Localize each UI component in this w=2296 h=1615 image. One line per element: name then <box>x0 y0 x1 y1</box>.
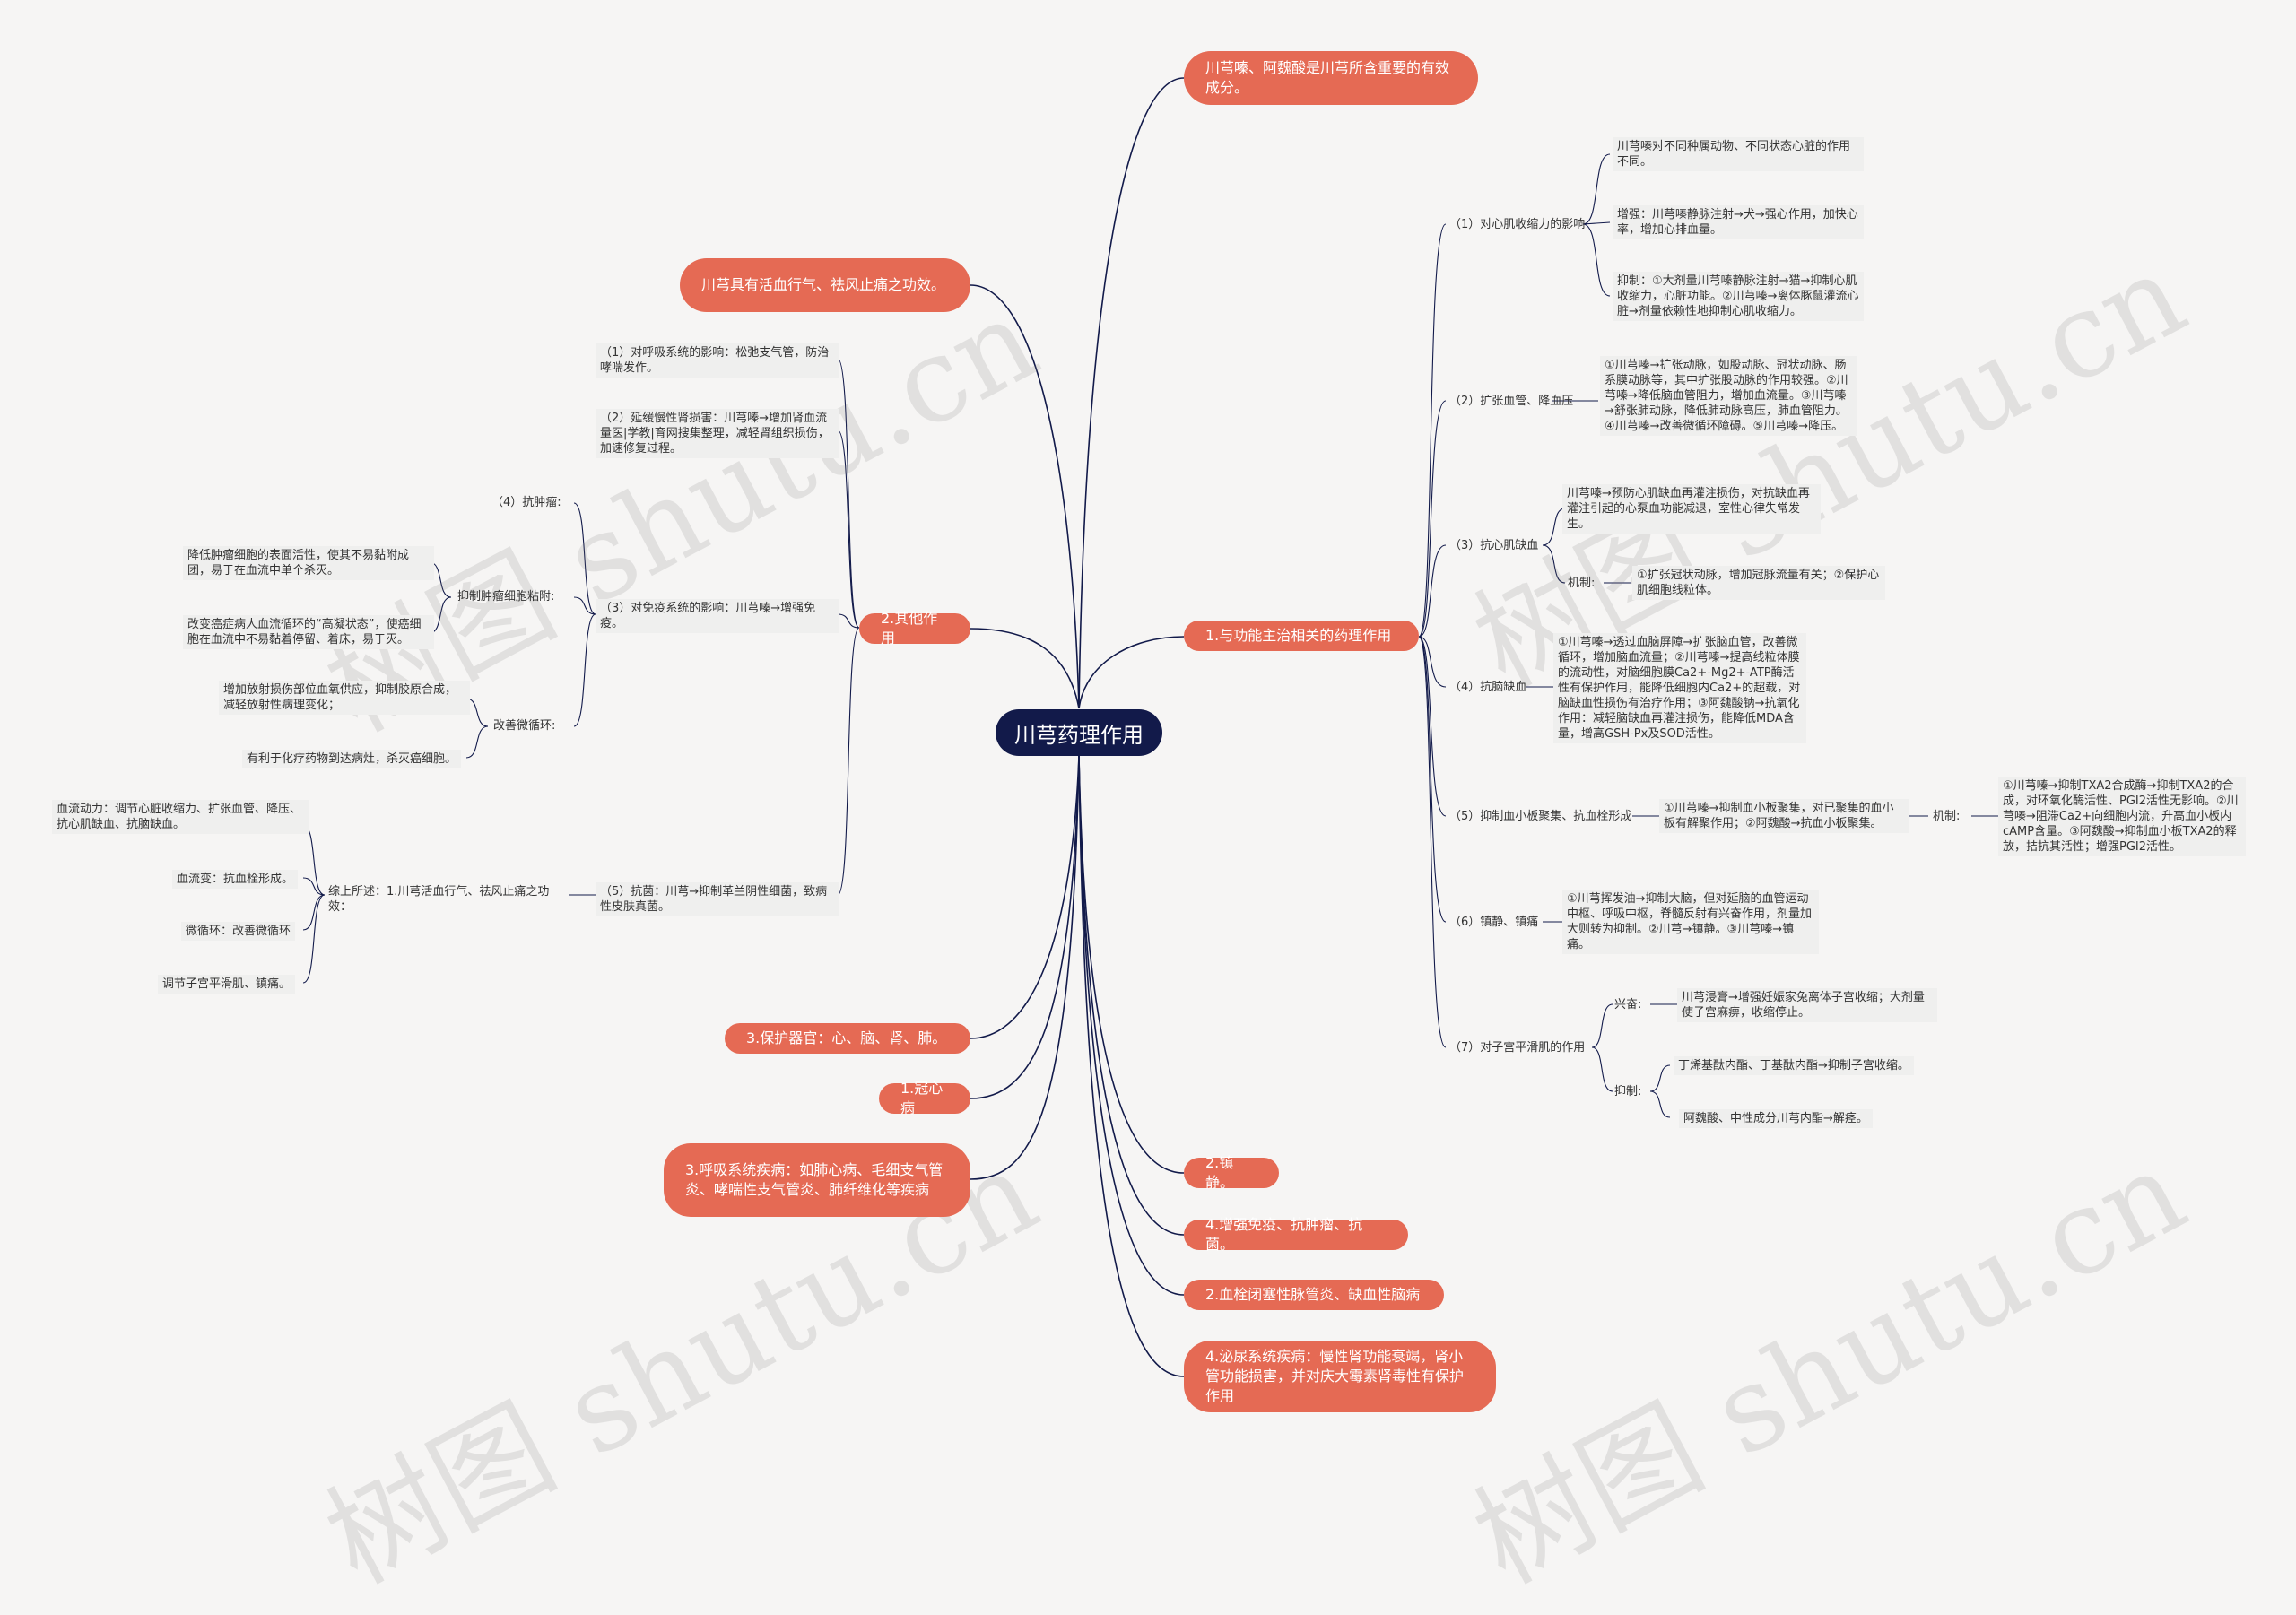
node-summary-1[interactable]: 血流动力：调节心脏收缩力、扩张血管、降压、抗心肌缺血、抗脑缺血。 <box>52 800 309 834</box>
branch-urinary[interactable]: 4.泌尿系统疾病：慢性肾功能衰竭，肾小管功能损害，并对庆大霉素肾毒性有保护作用 <box>1184 1341 1496 1412</box>
node-adhesion-2[interactable]: 改变癌症病人血流循环的“高凝状态”，使癌细胞在血流中不易黏着停留、着床，易于灭。 <box>183 615 434 649</box>
branch-respiratory[interactable]: 3.呼吸系统疾病：如肺心病、毛细支气管炎、哮喘性支气管炎、肺纤维化等疾病 <box>664 1143 970 1217</box>
node-m1-a[interactable]: 川芎嗪对不同种属动物、不同状态心脏的作用不同。 <box>1613 137 1864 171</box>
node-m7-ex-a[interactable]: 川芎浸膏→增强妊娠家兔离体子宫收缩；大剂量使子宫麻痹，收缩停止。 <box>1677 988 1937 1022</box>
node-m7-in-a[interactable]: 丁烯基酞内酯、丁基酞内酯→抑制子宫收缩。 <box>1674 1056 1914 1075</box>
node-renal-protection[interactable]: （2）延缓慢性肾损害：川芎嗪→增加肾血流量医|学教|育网搜集整理，减轻肾组织损伤… <box>596 409 839 458</box>
branch-label: 3.保护器官：心、脑、肾、肺。 <box>746 1029 947 1046</box>
branch-immunity[interactable]: 4.增强免疫、抗肿瘤、抗菌。 <box>1184 1216 1408 1253</box>
node-summary-4[interactable]: 调节子宫平滑肌、镇痛。 <box>158 975 296 994</box>
branch-label: 川芎具有活血行气、祛风止痛之功效。 <box>701 276 946 293</box>
node-respiratory-effect[interactable]: （1）对呼吸系统的影响：松弛支气管，防治哮喘发作。 <box>596 343 839 378</box>
branch-chd[interactable]: 1.冠心病 <box>879 1080 970 1116</box>
node-m7-in-b[interactable]: 阿魏酸、中性成分川芎内酯→解痉。 <box>1679 1109 1873 1128</box>
node-microcirc-2[interactable]: 有利于化疗药物到达病灶，杀灭癌细胞。 <box>242 750 462 768</box>
branch-label: 4.增强免疫、抗肿瘤、抗菌。 <box>1205 1216 1363 1253</box>
branch-label: 2.镇静。 <box>1205 1154 1235 1191</box>
branch-label: 3.呼吸系统疾病：如肺心病、毛细支气管炎、哮喘性支气管炎、肺纤维化等疾病 <box>685 1161 944 1198</box>
node-m5-a[interactable]: ①川芎嗪→抑制血小板聚集，对已聚集的血小板有解聚作用；②阿魏酸→抗血小板聚集。 <box>1659 799 1909 833</box>
branch-label: 4.泌尿系统疾病：慢性肾功能衰竭，肾小管功能损害，并对庆大霉素肾毒性有保护作用 <box>1205 1348 1465 1404</box>
branch-label: 2.其他作用 <box>881 610 938 647</box>
node-microcirc-1[interactable]: 增加放射损伤部位血氧供应，抑制胶原合成，减轻放射性病理变化； <box>219 681 470 715</box>
branch-label: 川芎嗪、阿魏酸是川芎所含重要的有效成分。 <box>1205 59 1450 96</box>
branch-active-components[interactable]: 川芎嗪、阿魏酸是川芎所含重要的有效成分。 <box>1184 51 1478 105</box>
node-m3-b[interactable]: ①扩张冠状动脉，增加冠脉流量有关；②保护心肌细胞线粒体。 <box>1632 566 1885 600</box>
node-summary-2[interactable]: 血流变：抗血栓形成。 <box>172 870 299 889</box>
branch-activating-blood[interactable]: 川芎具有活血行气、祛风止痛之功效。 <box>680 258 970 312</box>
branch-other-effects[interactable]: 2.其他作用 <box>859 610 970 647</box>
node-m1-c[interactable]: 抑制：①大剂量川芎嗪静脉注射→猫→抑制心肌收缩力，心脏功能。②川芎嗪→离体豚鼠灌… <box>1613 272 1864 321</box>
node-sedation-analgesia[interactable]: （6）镇静、镇痛 <box>1449 916 1539 929</box>
node-m5-mechanism[interactable]: 机制: <box>1933 810 1961 823</box>
branch-main-pharmacology[interactable]: 1.与功能主治相关的药理作用 <box>1184 621 1419 651</box>
node-m3-mechanism[interactable]: 机制: <box>1568 577 1596 590</box>
node-anti-myocardial-ischemia[interactable]: （3）抗心肌缺血 <box>1449 539 1539 552</box>
node-vasodilation[interactable]: （2）扩张血管、降血压 <box>1449 395 1574 408</box>
node-m7-inhibit[interactable]: 抑制: <box>1614 1085 1642 1098</box>
center-topic[interactable]: 川芎药理作用 <box>996 709 1162 756</box>
node-microcirculation[interactable]: 改善微循环: <box>493 719 556 733</box>
node-m3-a[interactable]: 川芎嗪→预防心肌缺血再灌注损伤，对抗缺血再灌注引起的心泵血功能减退，室性心律失常… <box>1562 484 1821 534</box>
node-immune-effect[interactable]: （3）对免疫系统的影响：川芎嗪→增强免疫。 <box>596 599 839 633</box>
branch-label: 2.血栓闭塞性脉管炎、缺血性脑病 <box>1205 1286 1421 1303</box>
node-m7-excite[interactable]: 兴奋: <box>1614 998 1642 1012</box>
branch-sedation[interactable]: 2.镇静。 <box>1184 1154 1279 1191</box>
node-m6-a[interactable]: ①川芎挥发油→抑制大脑，但对延脑的血管运动中枢、呼吸中枢，脊髓反射有兴奋作用，剂… <box>1562 890 1819 954</box>
branch-thrombosis[interactable]: 2.血栓闭塞性脉管炎、缺血性脑病 <box>1184 1280 1444 1310</box>
node-m1-b[interactable]: 增强：川芎嗪静脉注射→犬→强心作用，加快心率，增加心排血量。 <box>1613 205 1864 239</box>
node-myocardial-contractility[interactable]: （1）对心肌收缩力的影响 <box>1449 218 1586 231</box>
branch-protect-organs[interactable]: 3.保护器官：心、脑、肾、肺。 <box>725 1023 970 1054</box>
node-summary-3[interactable]: 微循环：改善微循环 <box>181 922 296 941</box>
node-uterine-smooth-muscle[interactable]: （7）对子宫平滑肌的作用 <box>1449 1041 1586 1055</box>
node-m4-a[interactable]: ①川芎嗪→透过血脑屏障→扩张脑血管，改善微循环，增加脑血流量；②川芎嗪→提高线粒… <box>1553 633 1806 743</box>
branch-label: 1.与功能主治相关的药理作用 <box>1205 627 1392 644</box>
node-antibacterial[interactable]: （5）抗菌：川芎→抑制革兰阴性细菌，致病性皮肤真菌。 <box>596 882 839 916</box>
node-anti-cerebral-ischemia[interactable]: （4）抗脑缺血 <box>1449 681 1527 694</box>
node-antiplatelet[interactable]: （5）抑制血小板聚集、抗血栓形成 <box>1449 810 1632 823</box>
branch-label: 1.冠心病 <box>900 1080 944 1116</box>
node-summary[interactable]: 综上所述：1.川芎活血行气、祛风止痛之功效： <box>328 885 550 914</box>
node-m5-b[interactable]: ①川芎嗪→抑制TXA2合成酶→抑制TXA2的合成，对环氧化酶活性、PGI2活性无… <box>1998 777 2246 856</box>
node-adhesion-1[interactable]: 降低肿瘤细胞的表面活性，使其不易黏附成团，易于在血流中单个杀灭。 <box>183 546 434 580</box>
node-inhibit-adhesion[interactable]: 抑制肿瘤细胞粘附: <box>457 590 555 603</box>
connector-canvas <box>302 77 1998 1377</box>
node-antitumor[interactable]: （4）抗肿瘤: <box>491 496 561 509</box>
node-m2-a[interactable]: ①川芎嗪→扩张动脉，如股动脉、冠状动脉、肠系膜动脉等，其中扩张股动脉的作用较强。… <box>1600 356 1857 436</box>
